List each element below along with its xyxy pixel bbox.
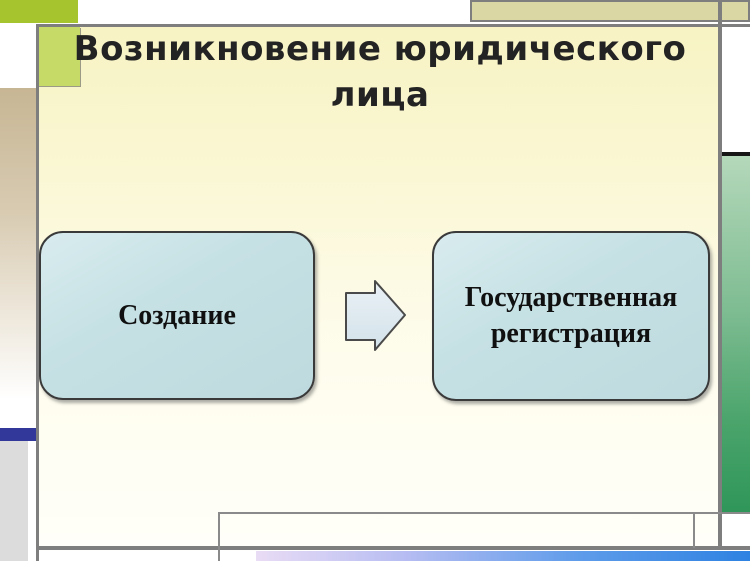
slide-title: Возникновение юридического лица — [73, 29, 687, 115]
process-step-creation: Создание — [39, 231, 315, 400]
slide-frame-top — [36, 24, 750, 27]
right-green-gradient-bar — [722, 152, 750, 512]
left-tan-gradient-bar — [0, 88, 36, 400]
slide-frame-right — [718, 0, 722, 550]
bottom-inner-rectangle-top-line — [218, 512, 750, 514]
step2-label: Государственная регистрация — [464, 282, 678, 349]
left-gray-bar — [0, 441, 28, 561]
slide-frame-left — [36, 24, 39, 561]
left-blue-accent-bar — [0, 428, 36, 441]
slide-frame-bottom — [36, 546, 750, 550]
process-step-state-registration: Государственная регистрация — [432, 231, 710, 401]
bottom-blue-gradient-bar — [256, 551, 750, 561]
right-arrow-icon — [340, 275, 410, 355]
bottom-inner-rectangle-left-line — [218, 512, 220, 561]
top-right-beige-bar — [470, 0, 750, 22]
step1-label: Создание — [118, 299, 236, 331]
top-left-green-bar — [0, 0, 78, 23]
top-left-green-square — [38, 27, 80, 86]
bottom-inner-rectangle-right-line — [693, 512, 695, 548]
